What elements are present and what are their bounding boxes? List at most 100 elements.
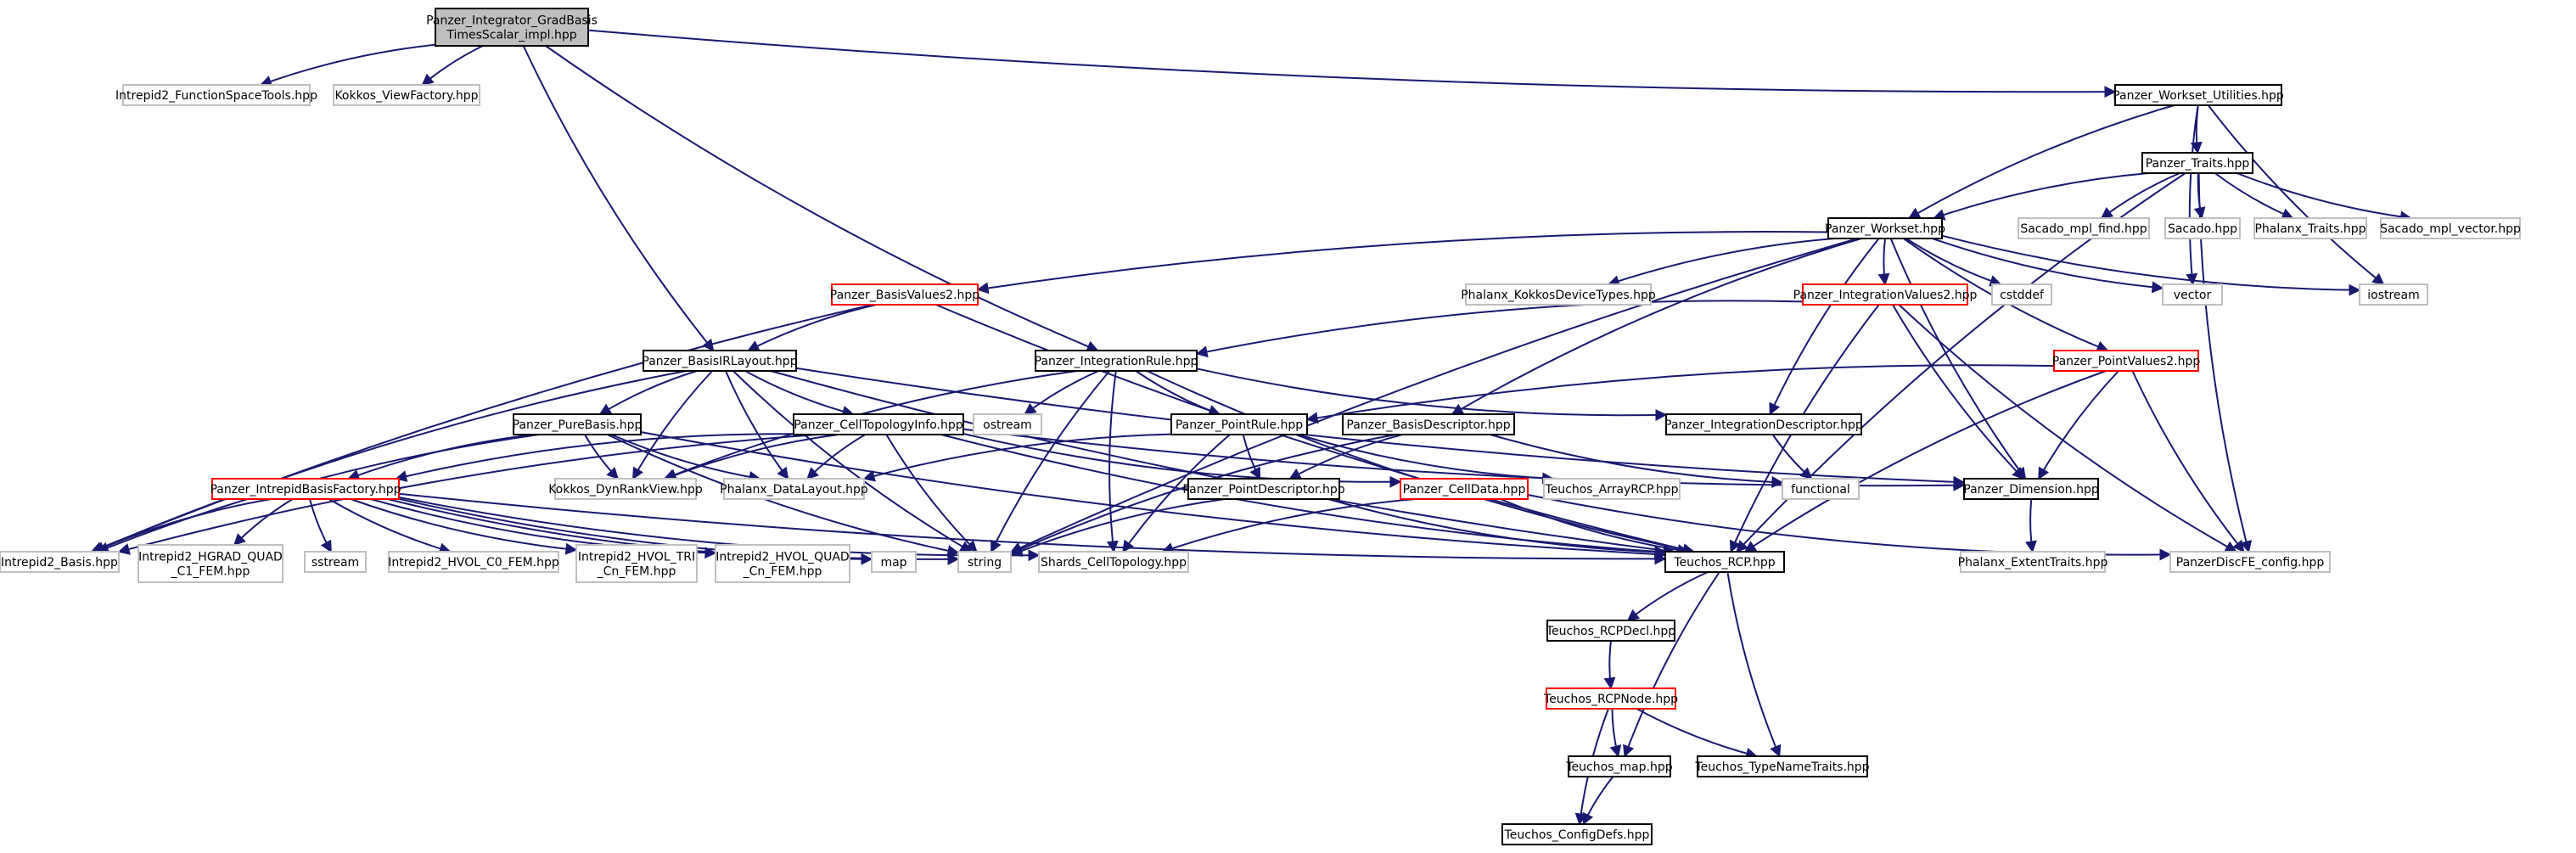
edge-pb-to-string: [607, 434, 960, 557]
node-sstream: sstream: [304, 551, 367, 573]
node-box: [1960, 551, 2106, 573]
node-cti[interactable]: Panzer_CellTopologyInfo.hpp: [793, 413, 964, 435]
node-ibf[interactable]: Panzer_IntrepidBasisFactory.hpp: [210, 478, 401, 500]
edge-ir-to-intd: [1196, 368, 1668, 421]
node-root[interactable]: Panzer_Integrator_GradBasisTimesScalar_i…: [426, 8, 598, 47]
edge-birl-to-i2b: [92, 370, 687, 553]
edge-workset-to-vector: [1932, 238, 2164, 294]
node-box: [723, 478, 865, 500]
node-box: [2141, 152, 2253, 174]
node-label: Intrepid2_HVOL_C0_FEM.hpp: [388, 556, 559, 570]
node-bv2[interactable]: Panzer_BasisValues2.hpp: [830, 283, 980, 306]
node-kdrv: Kokkos_DynRankView.hpp: [548, 478, 703, 500]
edge-workset-to-bd: [1451, 238, 1862, 415]
node-ttnt[interactable]: Teuchos_TypeNameTraits.hpp: [1694, 755, 1870, 777]
node-intd[interactable]: Panzer_IntegrationDescriptor.hpp: [1664, 413, 1863, 435]
edge-traits-to-phtr: [2214, 172, 2294, 220]
edge-bv2-to-rcp: [935, 304, 1695, 555]
dependency-edges: [90, 29, 2412, 826]
edge-cti-to-string: [885, 434, 978, 553]
node-box: [1170, 413, 1308, 435]
node-label: Intrepid2_Basis.hpp: [1, 556, 118, 570]
node-box: [513, 413, 642, 435]
node-label: cstddef: [2000, 289, 2045, 302]
node-box: [1038, 551, 1189, 573]
node-tmap[interactable]: Teuchos_map.hpp: [1565, 755, 1673, 777]
edge-iv2-to-dim: [1892, 304, 2024, 480]
node-cd[interactable]: Panzer_CellData.hpp: [1400, 478, 1529, 500]
edge-wsu-to-iostream: [2207, 104, 2385, 285]
node-hvc0: Intrepid2_HVOL_C0_FEM.hpp: [388, 551, 559, 573]
node-label: Panzer_IntegrationRule.hpp: [1035, 355, 1198, 368]
edge-pr-to-ptd: [1242, 434, 1261, 480]
node-birl[interactable]: Panzer_BasisIRLayout.hpp: [642, 350, 798, 372]
edge-pr-to-pdl: [862, 433, 1172, 482]
edge-ibf-to-hvtri: [350, 498, 578, 555]
node-tcd[interactable]: Teuchos_ConfigDefs.hpp: [1501, 823, 1653, 845]
node-rcpnode[interactable]: Teuchos_RCPNode.hpp: [1543, 687, 1678, 710]
edge-bv2-to-birl: [747, 304, 877, 351]
node-box: [1991, 283, 2052, 306]
node-pdfe: PanzerDiscFE_config.hpp: [2169, 551, 2331, 573]
edge-root-to-wsu: [587, 29, 2117, 98]
edge-pb-to-kdrv: [584, 434, 619, 480]
edge-ibf-to-hvc0: [328, 498, 452, 555]
node-sac: Sacado.hpp: [2164, 217, 2241, 239]
node-pv2[interactable]: Panzer_PointValues2.hpp: [2052, 350, 2201, 372]
node-box: [304, 551, 367, 573]
edge-workset-to-iostream: [1941, 234, 2361, 296]
node-box: [2053, 350, 2199, 372]
node-wsu[interactable]: Panzer_Workset_Utilities.hpp: [2113, 84, 2284, 106]
node-box: [871, 551, 917, 573]
edge-traits-to-workset: [1933, 172, 2149, 221]
node-box: [643, 350, 797, 372]
node-label: Panzer_Workset_Utilities.hpp: [2113, 89, 2284, 103]
node-bd[interactable]: Panzer_BasisDescriptor.hpp: [1342, 413, 1515, 435]
edge-rcp-to-rcpdecl: [1626, 571, 1709, 621]
node-pet: Phalanx_ExtentTraits.hpp: [1958, 551, 2107, 573]
node-box: [1342, 413, 1515, 435]
node-label: ostream: [983, 418, 1032, 432]
node-workset[interactable]: Panzer_Workset.hpp: [1825, 217, 1945, 239]
edge-root-to-ifst: [259, 43, 436, 87]
node-box: [973, 413, 1042, 435]
node-box: [1546, 620, 1675, 642]
node-ptd[interactable]: Panzer_PointDescriptor.hpp: [1182, 478, 1345, 500]
edge-workset-to-intd: [1769, 238, 1880, 416]
node-dim[interactable]: Panzer_Dimension.hpp: [1963, 478, 2099, 500]
node-label: Teuchos_RCPNode.hpp: [1543, 693, 1678, 706]
node-iostream: iostream: [2359, 283, 2428, 306]
node-label: _C1_FEM.hpp: [171, 565, 250, 579]
node-label: Sacado.hpp: [2168, 222, 2237, 236]
edge-bd-to-ptd: [1288, 434, 1403, 480]
node-label: map: [880, 556, 906, 570]
node-iv2[interactable]: Panzer_IntegrationValues2.hpp: [1793, 283, 1978, 306]
node-label: Panzer_PureBasis.hpp: [513, 418, 643, 432]
node-label: sstream: [311, 556, 359, 570]
node-box: [1827, 217, 1943, 239]
node-box: [2380, 217, 2521, 239]
edge-birl-to-pb: [598, 370, 698, 415]
edge-traits-to-smf: [2100, 172, 2180, 219]
node-label: Panzer_PointDescriptor.hpp: [1182, 483, 1344, 497]
edge-pb-to-rcp: [640, 431, 1667, 560]
edge-birl-to-kdrv: [631, 370, 713, 480]
edge-ibf-to-sct: [398, 496, 1041, 562]
node-pr[interactable]: Panzer_PointRule.hpp: [1170, 413, 1308, 435]
node-map: map: [871, 551, 917, 573]
node-traits[interactable]: Panzer_Traits.hpp: [2141, 152, 2253, 174]
node-label: Panzer_BasisValues2.hpp: [830, 289, 980, 302]
edge-pv2-to-dim: [2038, 370, 2119, 480]
node-ir[interactable]: Panzer_IntegrationRule.hpp: [1035, 350, 1198, 372]
node-box: [122, 84, 311, 106]
node-box: [435, 8, 589, 47]
node-rcp[interactable]: Teuchos_RCP.hpp: [1664, 551, 1785, 573]
node-label: Panzer_CellData.hpp: [1403, 483, 1526, 497]
node-rcpdecl[interactable]: Teuchos_RCPDecl.hpp: [1546, 620, 1676, 642]
node-label: Teuchos_TypeNameTraits.hpp: [1694, 760, 1869, 774]
node-label: Panzer_BasisIRLayout.hpp: [642, 355, 797, 368]
node-pb[interactable]: Panzer_PureBasis.hpp: [513, 413, 643, 435]
node-box: [1465, 283, 1652, 306]
node-string: string: [957, 551, 1012, 573]
node-label: _Cn_FEM.hpp: [743, 565, 822, 579]
